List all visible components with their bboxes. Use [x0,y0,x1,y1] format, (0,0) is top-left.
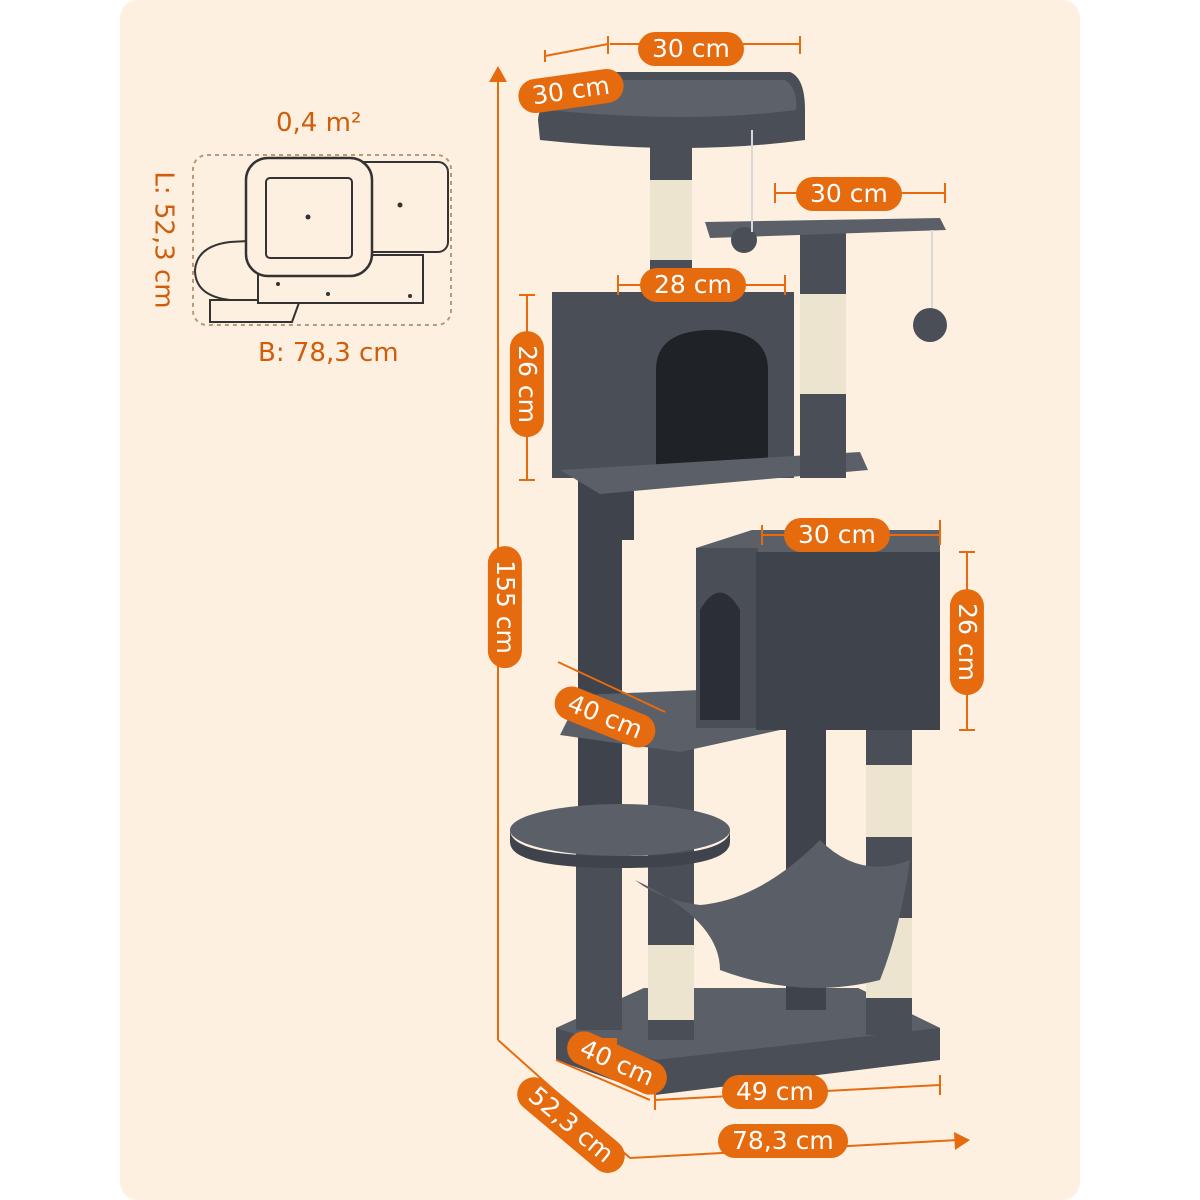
footprint-length-label: L: 52,3 cm [148,171,179,309]
top-post [650,140,692,292]
lower-left-platform [510,804,730,1030]
right-platform [705,218,947,342]
lower-condo [696,530,940,730]
right-platform-width-label: 30 cm [796,177,902,211]
footprint-area-label: 0,4 m² [276,108,362,138]
upper-condo [552,292,868,540]
hammock [635,840,910,988]
total-width-label: 78,3 cm [718,1124,848,1158]
footprint-diagram [192,154,452,326]
upper-condo-width-label: 28 cm [640,268,746,302]
height-arrow-icon [489,66,507,82]
total-height-label: 155 cm [487,546,522,668]
top-perch-width-label: 30 cm [638,32,744,66]
upper-condo-height-label: 26 cm [509,331,544,437]
upper-right-post [800,232,846,478]
footprint-width-label: B: 78,3 cm [258,338,399,368]
front-left-post [648,740,694,1040]
lower-condo-width-label: 30 cm [784,518,890,552]
base-width-label: 49 cm [722,1075,828,1109]
width-arrow-icon [954,1132,970,1150]
lower-condo-height-label: 26 cm [949,589,984,695]
